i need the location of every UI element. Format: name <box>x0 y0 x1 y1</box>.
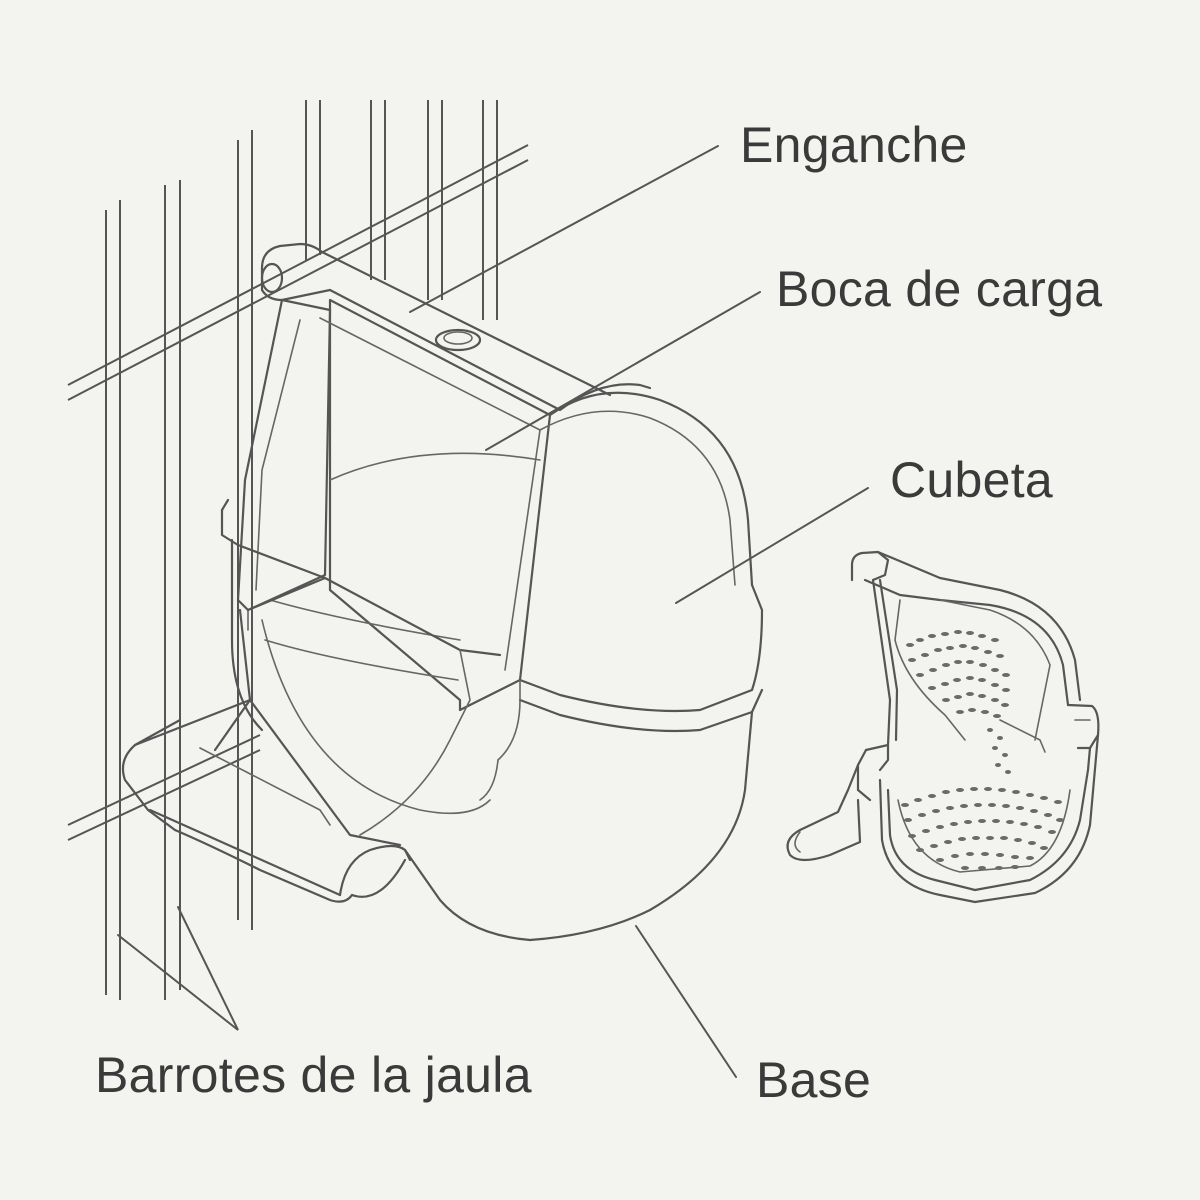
main-feeder <box>121 242 764 942</box>
leader-base <box>635 925 737 1078</box>
cutaway-feeder <box>786 550 1100 904</box>
label-cage-bars: Barrotes de la jaula <box>95 1047 532 1103</box>
leader-cage-bars <box>117 906 239 1031</box>
seed-pile-upper <box>906 630 1011 774</box>
leader-hook <box>409 145 719 313</box>
label-base: Base <box>756 1052 872 1108</box>
cage-bars <box>67 100 529 1000</box>
leader-loading-mouth <box>485 291 761 451</box>
label-bucket: Cubeta <box>890 452 1054 508</box>
label-loading-mouth: Boca de carga <box>776 261 1103 317</box>
label-hook: Enganche <box>740 117 968 173</box>
seed-pile-lower <box>901 787 1064 870</box>
leader-bucket <box>675 487 869 604</box>
leader-lines <box>117 145 869 1078</box>
